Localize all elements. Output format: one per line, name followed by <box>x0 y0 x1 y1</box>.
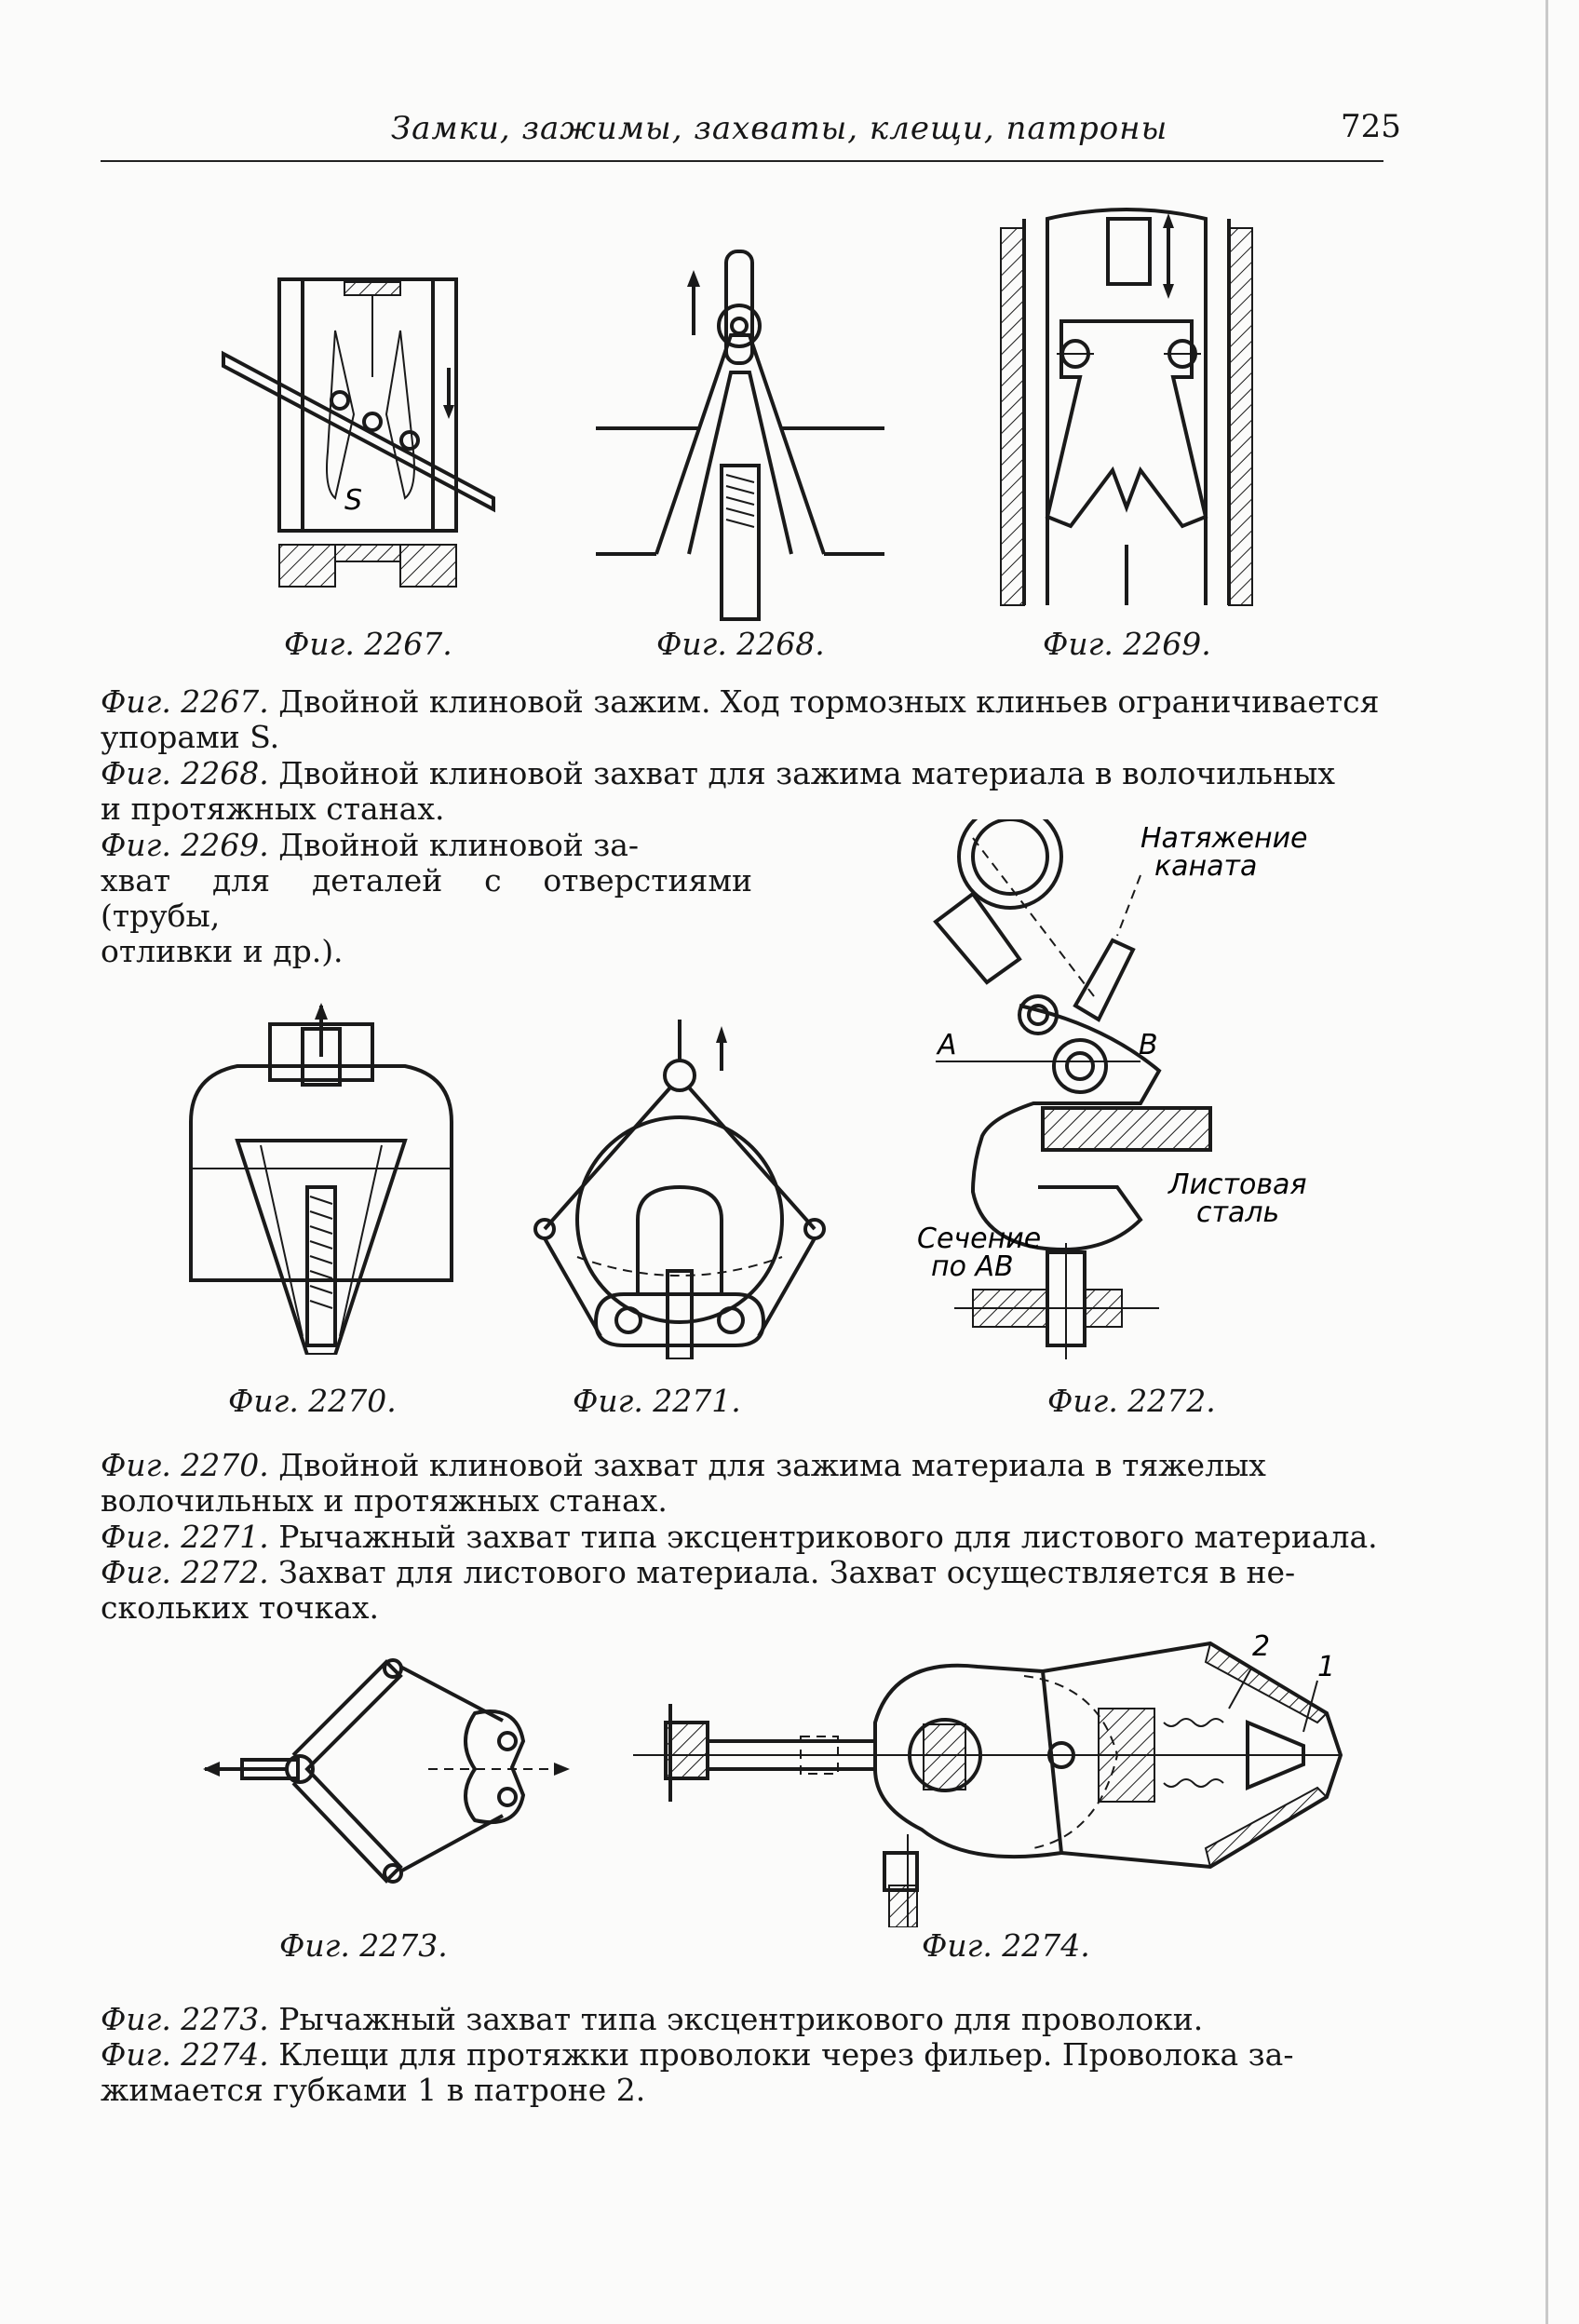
scan-page-edge <box>1545 0 1548 2324</box>
fig2274-mark-1: 1 <box>1317 1651 1335 1683</box>
fig2272-section-label-1: Сечение <box>917 1223 1041 1255</box>
fig2272-tension-label-1: Натяжение <box>1140 822 1308 855</box>
caption-2268-fig: Фиг. 2268. <box>101 755 269 791</box>
fig2274-mark-2: 2 <box>1252 1630 1270 1663</box>
caption-2268-text: Двойной клиновой захват для зажима матер… <box>268 755 1336 791</box>
fig2272-section-label-2: по АВ <box>931 1250 1014 1283</box>
caption-2269-text: Двойной клиновой за- <box>268 827 640 863</box>
caption-2271-text: Рычажный захват типа эксцентрикового для… <box>268 1519 1378 1555</box>
figure-2273-drawing <box>203 1639 570 1918</box>
caption-2274-text-2: жимается губками 1 в патроне 2. <box>101 2072 646 2108</box>
figure-2273-label: Фиг. 2273. <box>279 1927 448 1964</box>
figure-2269-drawing <box>959 191 1294 619</box>
header-rule <box>101 160 1383 162</box>
figure-2269-label: Фиг. 2269. <box>1043 626 1211 662</box>
fig2272-sheet-label-1: Листовая <box>1167 1169 1307 1201</box>
caption-2274: Фиг. 2274. Клещи для протяжки проволоки … <box>101 2037 1383 2108</box>
figure-2272-label: Фиг. 2272. <box>1047 1383 1216 1419</box>
caption-2269: Фиг. 2269. Двойной клиновой за- хват для… <box>101 828 752 969</box>
caption-2274-fig: Фиг. 2274. <box>101 2036 269 2073</box>
caption-2269-text-2: хват для деталей с отверстиями (трубы, <box>101 862 752 934</box>
caption-2267-text: Двойной клиновой зажим. Ход тормозных кл… <box>268 683 1380 720</box>
fig2272-tension-label-2: каната <box>1154 850 1257 883</box>
figure-2272-drawing: A B Натяжение каната Листовая сталь Сече… <box>917 819 1308 1359</box>
fig2267-s-mark: S <box>344 484 362 517</box>
figure-2268-drawing <box>587 233 894 624</box>
caption-2272-text-2: скольких точках. <box>101 1589 379 1626</box>
caption-2274-text: Клещи для протяжки проволоки через филье… <box>268 2036 1294 2073</box>
figure-2267-drawing: S <box>214 265 531 601</box>
figure-2274-label: Фиг. 2274. <box>922 1927 1090 1964</box>
caption-2268-text-2: и протяжных станах. <box>101 790 445 827</box>
fig2272-a-label: A <box>936 1029 957 1061</box>
caption-2271: Фиг. 2271. Рычажный захват типа эксцентр… <box>101 1520 1383 1555</box>
page-number: 725 <box>1341 108 1401 145</box>
caption-2273: Фиг. 2273. Рычажный захват типа эксцентр… <box>101 2002 1383 2037</box>
caption-2269-fig: Фиг. 2269. <box>101 827 269 863</box>
figure-2267-label: Фиг. 2267. <box>284 626 452 662</box>
caption-2272-text: Захват для листового материала. Захват о… <box>268 1554 1296 1590</box>
caption-2269-text-3: отливки и др.). <box>101 933 344 969</box>
figure-2271-drawing <box>521 1015 838 1359</box>
caption-2267: Фиг. 2267. Двойной клиновой зажим. Ход т… <box>101 684 1383 755</box>
fig2272-b-label: B <box>1139 1029 1158 1061</box>
caption-2270: Фиг. 2270. Двойной клиновой захват для з… <box>101 1448 1383 1519</box>
figure-2268-label: Фиг. 2268. <box>656 626 825 662</box>
caption-2270-text: Двойной клиновой захват для зажима матер… <box>268 1447 1266 1483</box>
figure-2274-drawing: 2 1 <box>633 1630 1378 1927</box>
caption-2273-text: Рычажный захват типа эксцентрикового для… <box>268 2001 1204 2037</box>
figure-2270-label: Фиг. 2270. <box>228 1383 397 1419</box>
caption-2270-fig: Фиг. 2270. <box>101 1447 269 1483</box>
caption-2270-text-2: волочильных и протяжных станах. <box>101 1482 668 1519</box>
caption-2268: Фиг. 2268. Двойной клиновой захват для з… <box>101 756 1383 827</box>
caption-2271-fig: Фиг. 2271. <box>101 1519 269 1555</box>
caption-2267-fig: Фиг. 2267. <box>101 683 269 720</box>
fig2272-sheet-label-2: сталь <box>1196 1196 1279 1229</box>
caption-2272: Фиг. 2272. Захват для листового материал… <box>101 1555 1383 1626</box>
caption-2272-fig: Фиг. 2272. <box>101 1554 269 1590</box>
figure-2271-label: Фиг. 2271. <box>573 1383 741 1419</box>
figure-2270-drawing <box>182 1003 461 1355</box>
running-header: Замки, зажимы, захваты, клещи, патроны <box>391 110 1168 147</box>
caption-2273-fig: Фиг. 2273. <box>101 2001 269 2037</box>
caption-2267-text-2: упорами S. <box>101 719 280 755</box>
